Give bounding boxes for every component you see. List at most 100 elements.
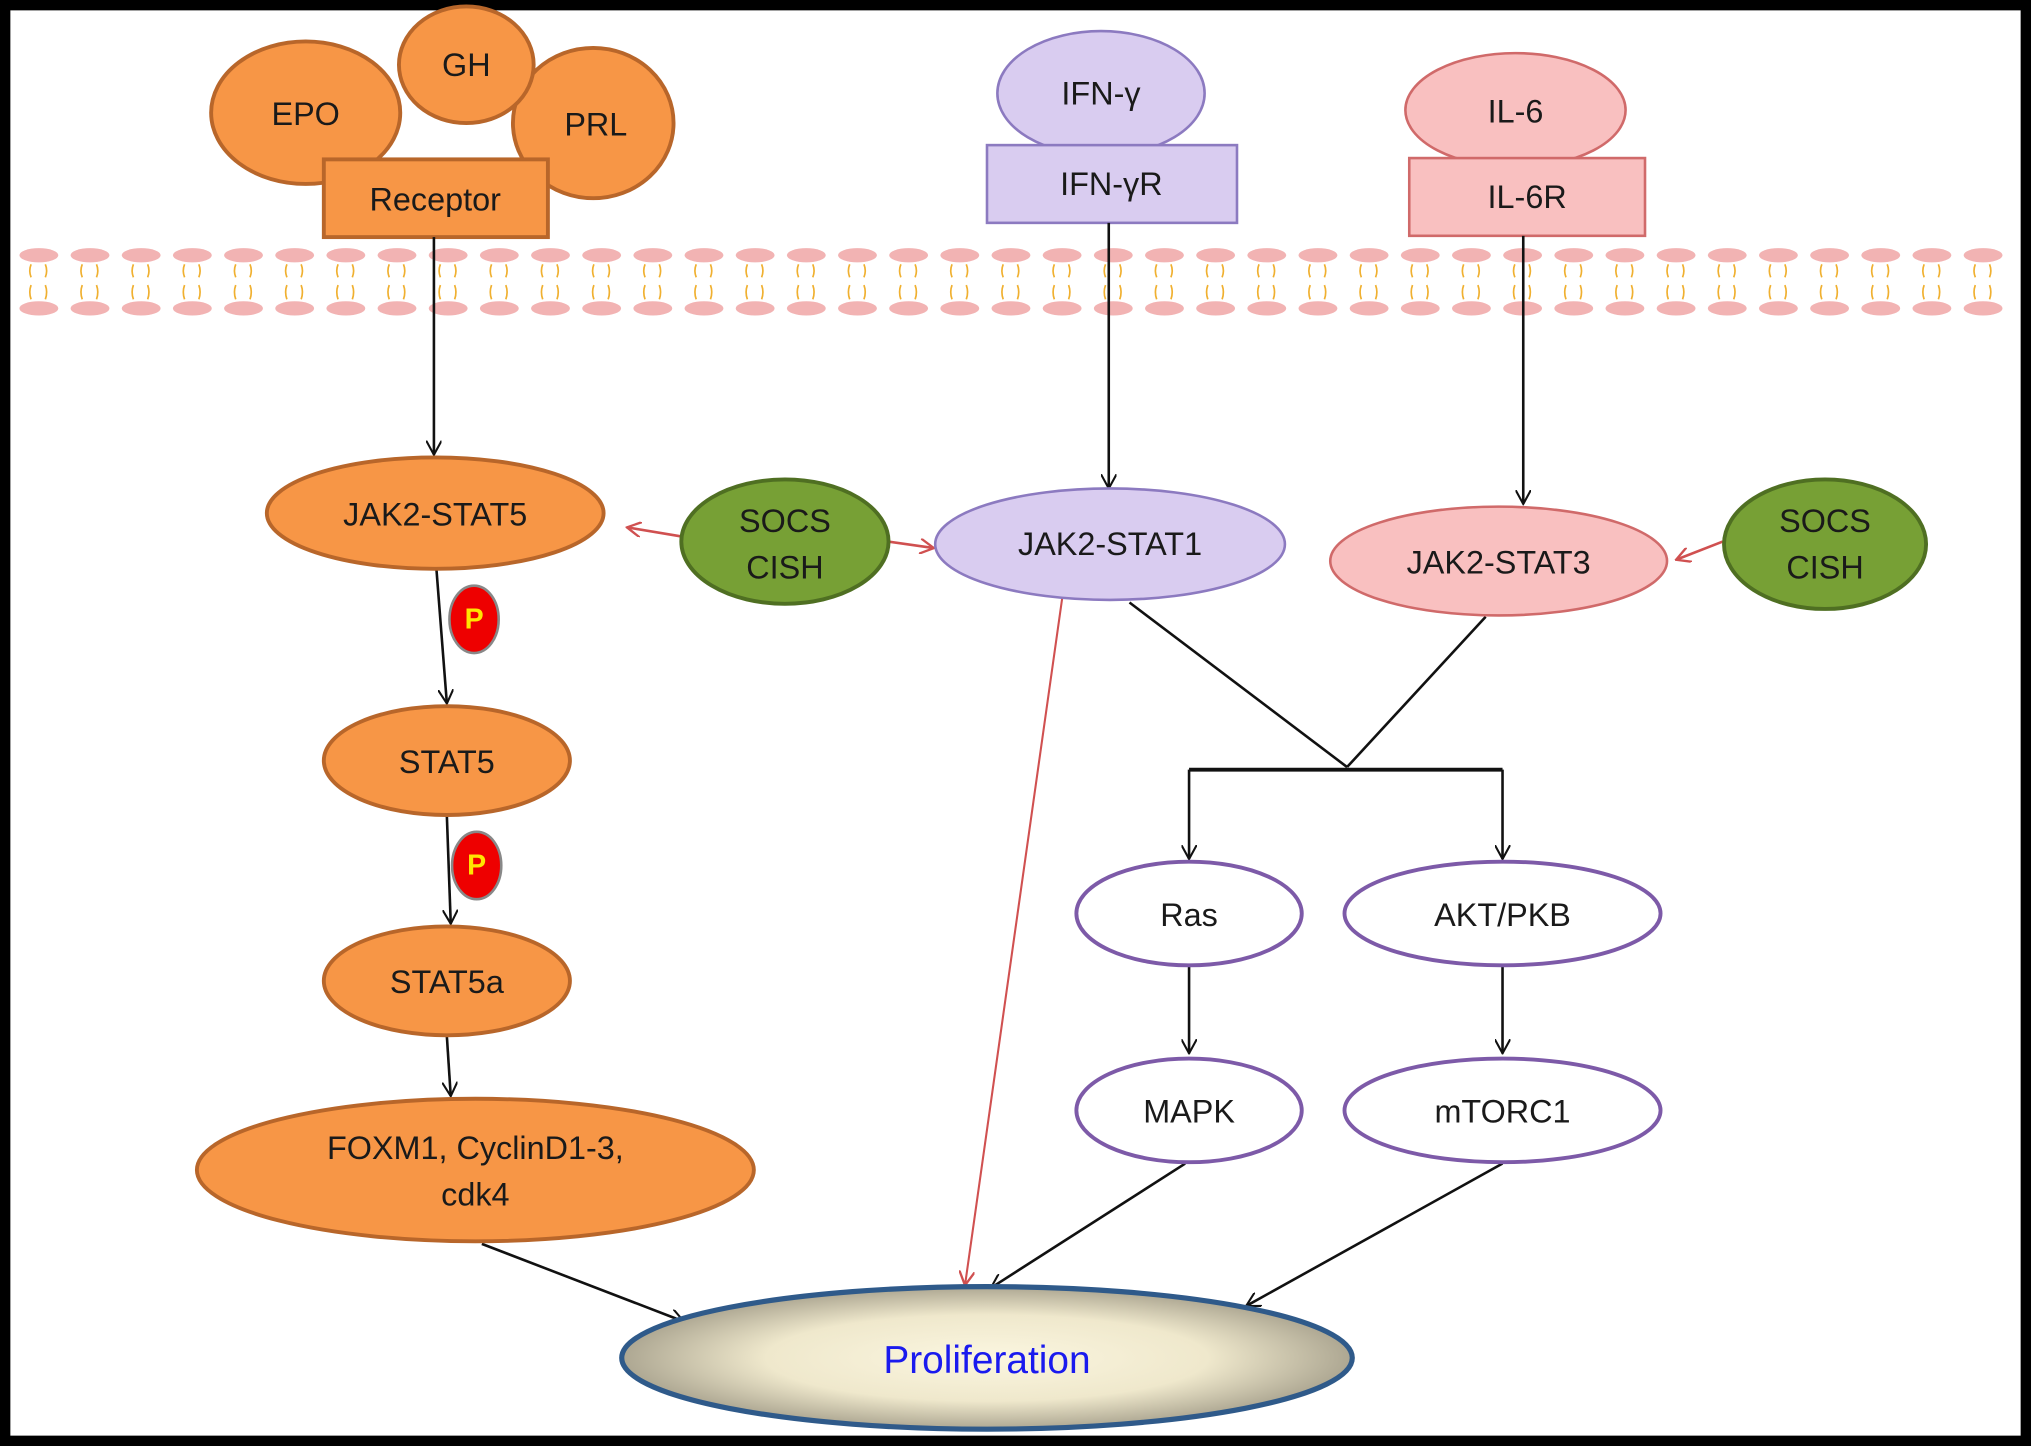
lipid-tail (709, 264, 713, 278)
lipid-tail (898, 264, 902, 278)
lipid-head (1400, 248, 1440, 263)
lipid-tail (1170, 284, 1174, 300)
lipid-tail (1016, 284, 1020, 300)
lipid-tail (811, 264, 815, 278)
lipid-head (786, 248, 826, 263)
epo-label: EPO (272, 96, 340, 132)
lipid-head (531, 301, 570, 316)
lipid-tail (1323, 264, 1327, 278)
lipid-tail (914, 284, 918, 300)
lipid-tail (1272, 284, 1276, 300)
lipid-head (1861, 301, 1901, 316)
lipid-head (1554, 248, 1594, 263)
lipid-head (326, 248, 366, 263)
arrow-jak2-stat1-to-proliferation (965, 598, 1064, 1286)
lipid-head (70, 248, 110, 263)
lipid-tail (1103, 264, 1107, 278)
socs-label: SOCS (739, 503, 831, 539)
lipid-tail (505, 284, 508, 300)
lipid-tail (1461, 264, 1465, 278)
lipid-tail (1563, 284, 1567, 300)
lipid-head (633, 301, 673, 316)
socs-to-jak2-stat5-arrow (627, 527, 682, 538)
ifngr-label: IFN-γR (1060, 166, 1162, 202)
line-stat1-to-junction (1128, 601, 1348, 769)
lipid-tail (131, 264, 135, 278)
lipid-tail (847, 284, 851, 300)
lipid-tail (1630, 264, 1634, 278)
lipid-head (19, 248, 59, 263)
jak2-stat1-label: JAK2-STAT1 (1018, 526, 1202, 562)
lipid-tail (1001, 284, 1004, 300)
lipid-tail (1118, 284, 1122, 300)
lipid-head (377, 248, 417, 263)
gh-label: GH (442, 47, 491, 83)
lipid-head (1298, 301, 1338, 316)
lipid-head (1963, 301, 2003, 316)
lipid-tail (198, 284, 201, 300)
lipid-tail (1615, 264, 1618, 278)
lipid-head (1656, 301, 1696, 316)
lipid-tail (556, 264, 560, 278)
lipid-tail (44, 264, 48, 278)
lipid-tail (1052, 284, 1056, 300)
phosphate-badge-2: P (450, 830, 503, 901)
lipid-tail (351, 284, 355, 300)
ras-label: Ras (1160, 897, 1218, 933)
lipid-tail (1666, 284, 1670, 300)
lipid-head (1707, 301, 1747, 316)
lipid-tail (387, 284, 391, 300)
lipid-tail (1410, 264, 1414, 278)
lipid-tail (709, 284, 713, 300)
lipid-tail (453, 264, 457, 278)
lipid-head (377, 301, 417, 316)
arrow-targets-to-proliferation (481, 1242, 684, 1322)
lipid-tail (182, 264, 186, 278)
stat5-node: STAT5 (321, 704, 572, 817)
lipid-tail (1067, 264, 1071, 278)
lipid-head (275, 248, 315, 263)
il6-label: IL-6 (1488, 93, 1544, 129)
lipid-tail (591, 284, 595, 300)
lipid-tail (1103, 284, 1107, 300)
lipid-tail (1512, 264, 1516, 278)
lipid-head (479, 301, 519, 316)
lipid-head (121, 301, 161, 316)
lipid-head (1810, 301, 1850, 316)
lipid-tail (1461, 284, 1465, 300)
lipid-head (172, 248, 212, 263)
socs-cish-right-node: SOCS CISH (1722, 477, 1929, 611)
lipid-tail (607, 264, 611, 278)
lipid-head (1912, 248, 1952, 263)
lipid-tail (745, 264, 749, 278)
lipid-head (1298, 248, 1338, 263)
lipid-tail (1477, 284, 1481, 300)
lipid-tail (284, 264, 288, 278)
lipid-tail (1988, 284, 1992, 300)
lipid-head (1452, 301, 1491, 316)
lipid-tail (1681, 264, 1685, 278)
lipid-head (428, 301, 468, 316)
lipid-tail (1052, 264, 1056, 278)
lipid-tail (914, 264, 918, 278)
lipid-tail (1784, 284, 1788, 300)
mtorc1-label: mTORC1 (1434, 1094, 1570, 1130)
il6-ligand: IL-6 (1404, 51, 1627, 169)
lipid-tail (760, 284, 764, 300)
lipid-tail (556, 284, 560, 300)
lipid-tail (1272, 264, 1276, 278)
lipid-tail (811, 284, 815, 300)
lipid-tail (146, 264, 150, 278)
lipid-head (428, 248, 468, 263)
lipid-tail (1425, 284, 1429, 300)
proliferation-label: Proliferation (883, 1339, 1090, 1382)
lipid-head (991, 301, 1031, 316)
target-genes-node: FOXM1, CyclinD1-3, cdk4 (194, 1096, 756, 1244)
lipid-head (684, 301, 724, 316)
socs-to-jak2-stat3-arrow (1676, 540, 1724, 560)
lipid-head (582, 248, 622, 263)
lipid-tail (28, 264, 32, 278)
cell-membrane (19, 248, 2003, 316)
lipid-tail (1579, 284, 1583, 300)
arrow-mtorc1-to-proliferation (1246, 1162, 1504, 1308)
